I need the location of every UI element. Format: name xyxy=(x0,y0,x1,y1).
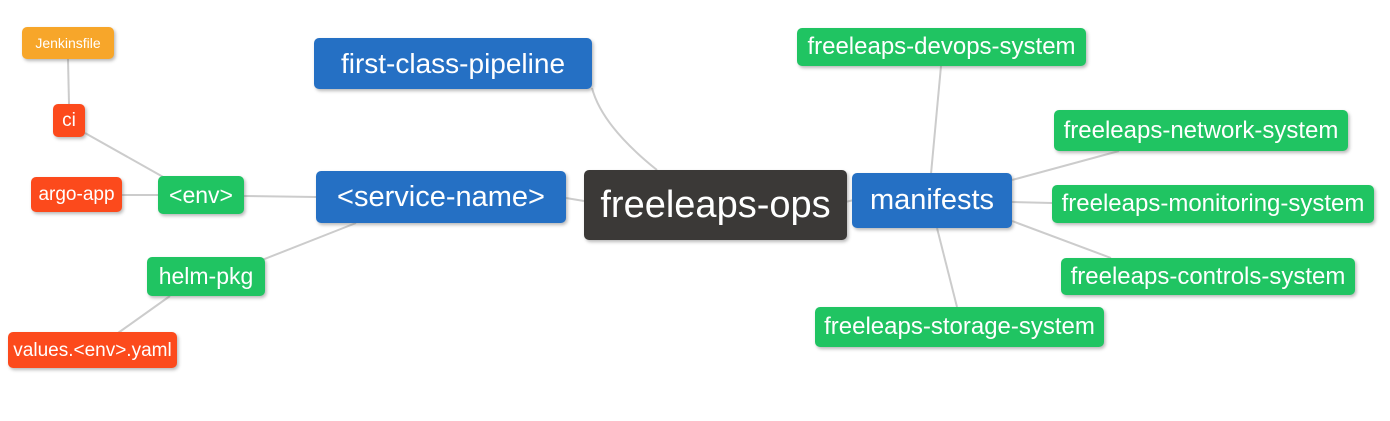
node-ci[interactable]: ci xyxy=(53,104,85,137)
node-argo-app[interactable]: argo-app xyxy=(31,177,122,212)
edge-jenkinsfile-ci xyxy=(67,58,70,105)
edge-ci-env xyxy=(84,132,166,179)
node-env[interactable]: <env> xyxy=(158,176,244,214)
node-helm-pkg[interactable]: helm-pkg xyxy=(147,257,265,296)
edge-first-class-pipeline-freeleaps-ops xyxy=(591,87,658,171)
node-devops-system[interactable]: freeleaps-devops-system xyxy=(797,28,1086,66)
node-values-env-yaml[interactable]: values.<env>.yaml xyxy=(8,332,177,368)
node-network-system[interactable]: freeleaps-network-system xyxy=(1054,110,1348,151)
node-manifests[interactable]: manifests xyxy=(852,173,1012,228)
edge-manifests-storage-system xyxy=(936,227,958,308)
node-jenkinsfile[interactable]: Jenkinsfile xyxy=(22,27,114,59)
edge-values-env-yaml-helm-pkg xyxy=(117,295,171,334)
node-storage-system[interactable]: freeleaps-storage-system xyxy=(815,307,1104,347)
edge-manifests-monitoring-system xyxy=(1011,201,1053,204)
edge-manifests-network-system xyxy=(1011,150,1120,181)
node-controls-system[interactable]: freeleaps-controls-system xyxy=(1061,258,1355,295)
edge-env-service-name xyxy=(243,195,317,198)
node-service-name[interactable]: <service-name> xyxy=(316,171,566,223)
edge-helm-pkg-service-name xyxy=(261,222,357,261)
node-freeleaps-ops[interactable]: freeleaps-ops xyxy=(584,170,847,240)
edge-manifests-controls-system xyxy=(1011,220,1112,259)
edge-service-name-freeleaps-ops xyxy=(565,197,585,202)
node-monitoring-system[interactable]: freeleaps-monitoring-system xyxy=(1052,185,1374,223)
node-first-class-pipeline[interactable]: first-class-pipeline xyxy=(314,38,592,89)
edge-devops-system-manifests xyxy=(930,65,942,175)
